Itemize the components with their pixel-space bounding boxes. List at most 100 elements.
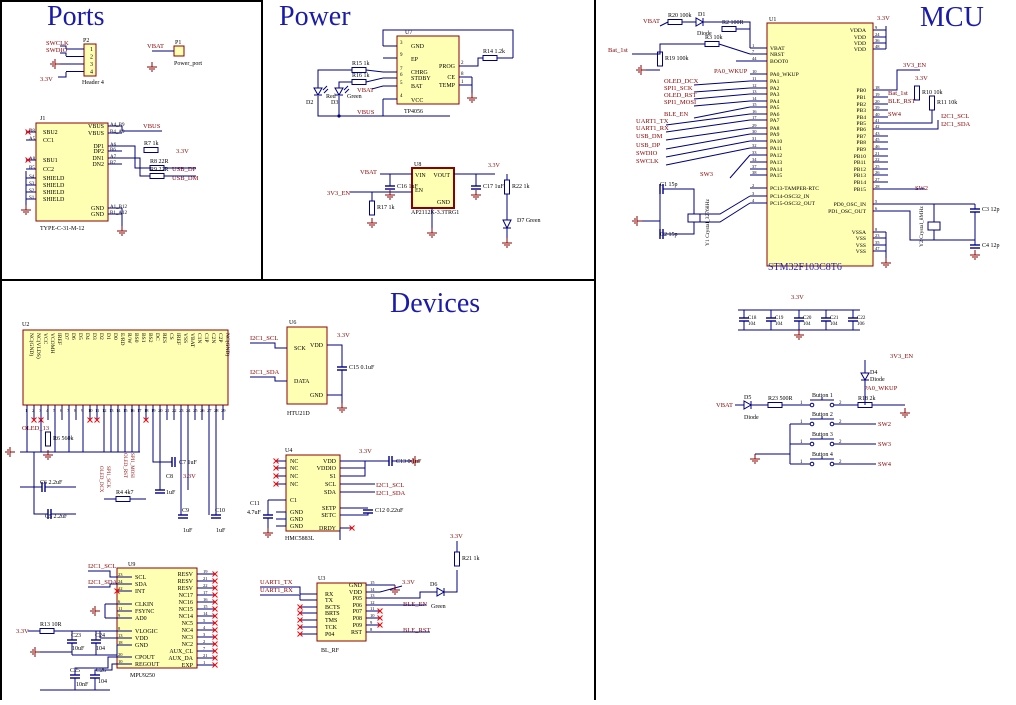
schematic-label: PB6 [856,127,866,133]
schematic-label: D3 [331,100,338,106]
no-connect-mark [212,641,218,647]
schematic-label: REGOUT [135,662,160,668]
no-connect-mark [273,458,279,464]
schematic-label: U4 [285,448,292,454]
schematic-label: 2 [752,183,754,188]
schematic-label: 16 [130,408,135,413]
schematic-label: P04 [325,632,334,638]
wire [365,77,384,83]
schematic-label: RESV [178,586,194,592]
schematic-label: DP1 [93,144,104,150]
schematic-label: VBUS [88,131,104,137]
schematic-label: R17 1k [377,205,395,211]
schematic-label: PB11 [854,160,866,166]
schematic-label: 10uF [72,646,85,652]
schematic-label: 43 [875,131,880,136]
schematic-label: SHIELD [43,190,65,196]
schematic-label: IREF [56,333,62,345]
schematic-label: FSYNC [135,609,154,615]
resistor [504,179,510,195]
net-label: Bat_1st [608,47,628,54]
schematic-label: PA0_WKUP [770,72,799,78]
wire [888,69,920,91]
schematic-label: NC(GND) [28,333,35,356]
resistor [351,67,367,73]
schematic-label: Green [347,94,362,100]
wire [371,85,384,90]
magnetometer-hmc5883l [285,454,341,532]
schematic-label: C9 [182,508,189,514]
net-label: 3.3V [40,76,53,83]
schematic-label: 6 [875,206,878,211]
schematic-label: D7 [63,333,69,340]
schematic-label: Diode [870,377,885,383]
push-button [809,461,815,467]
schematic-label: DN2 [92,162,104,168]
schematic-label: 1uF [166,490,176,496]
schematic-label: 3 [39,408,42,413]
wire [88,583,117,588]
schematic-label: 26 [875,170,880,175]
schematic-label: D6 [70,333,76,340]
schematic-label: 38 [752,170,757,175]
schematic-label: 14 [370,587,375,592]
schematic-label: C10 [215,508,225,514]
schematic-label: 29 [221,408,226,413]
schematic-label: C17 1uF [483,184,505,190]
schematic-label: 3 [752,191,755,196]
junction-dot [337,114,341,118]
schematic-label: MPU9250 [130,673,155,679]
no-connect-mark [212,599,218,605]
schematic-label: PA10 [770,139,782,145]
net-label: UART1_TX [636,118,669,125]
schematic-label: 2 [839,420,842,425]
schematic-label: 104 [96,646,105,652]
diode-d1 [695,17,705,27]
schematic-label: R/W [126,333,132,344]
schematic-label: C3 12p [982,207,1000,213]
schematic-label: VDD [323,459,337,465]
schematic-label: SPI1_SCK [105,466,110,488]
net-label: 3.3V [915,75,928,82]
schematic-label: 2 [90,55,93,61]
schematic-label: 14 [116,408,121,413]
schematic-label: 11 [118,606,122,611]
led [323,88,329,94]
wire [152,420,172,463]
resistor [482,55,498,61]
schematic-label: 9 [875,25,878,30]
schematic-label: 42 [875,124,880,129]
schematic-label: S1 [330,474,336,480]
schematic-label: 5 [400,81,403,86]
schematic-label: PA15 [770,173,782,179]
schematic-label: TCK [325,625,338,631]
schematic-label: STDBY [411,76,431,82]
wire [632,43,705,55]
wire [365,69,384,73]
section-title-devices: Devices [390,288,481,319]
schematic-label: 39 [875,105,880,110]
schematic-label: BOOT0 [770,59,788,65]
schematic-label: BS2 [147,333,153,343]
schematic-label: D4 [870,370,877,376]
schematic-label: 5 [875,199,878,204]
schematic-label: CC2 [43,167,54,173]
schematic-label: 23 [875,233,880,238]
schematic-label: D4 [84,333,90,340]
schematic-label: 104 [775,322,783,327]
no-connect-mark [212,627,218,633]
schematic-label: 37 [752,164,757,169]
schematic-label: NC [290,474,298,480]
schematic-label: R15 1k [352,61,370,67]
power-port-p1 [173,45,185,57]
schematic-label: 18 [875,85,880,90]
schematic-label: 13 [752,89,757,94]
usb-c-connector-j1 [35,122,109,222]
no-connect-mark [349,525,355,531]
push-button [829,421,835,427]
net-label: 3V3_EN [327,190,350,197]
schematic-label: OLED_RST [122,453,127,478]
no-connect-mark [377,622,383,628]
resistor [369,200,375,216]
ble-module-u3 [316,582,367,642]
